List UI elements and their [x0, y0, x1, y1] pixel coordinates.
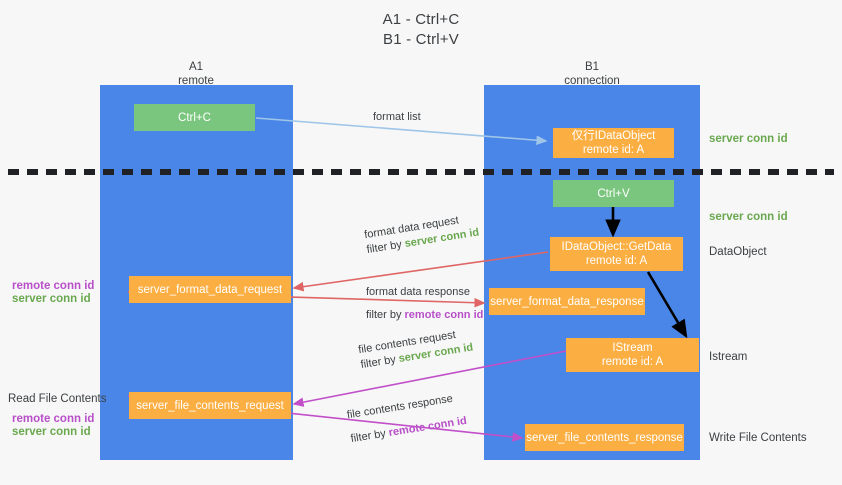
node-ctrl-v-label: Ctrl+V	[597, 187, 630, 200]
edge-label-format-list: format list	[373, 111, 421, 123]
side-label-server-conn-id-mid: server conn id	[709, 211, 788, 223]
filter-prefix: filter by	[349, 427, 390, 446]
page-title: A1 - Ctrl+C B1 - Ctrl+V	[0, 10, 842, 50]
edge-label-format-data-response-filter: filter by remote conn id	[366, 308, 483, 323]
node-istream[interactable]: IStream remote id: A	[566, 338, 699, 372]
node-server-file-contents-response-label: server_file_contents_response	[526, 431, 683, 444]
edge-label-file-contents-request: file contents request filter by server c…	[357, 326, 474, 373]
node-istream-title: IStream	[612, 342, 653, 354]
side-label-istream: Istream	[709, 351, 748, 363]
node-getdata-title: IDataObject::GetData	[561, 241, 672, 253]
node-idataobject[interactable]: 仅行IDataObject remote id: A	[553, 128, 674, 158]
filter-value-remote-conn-id: remote conn id	[387, 414, 468, 439]
edge-label-file-contents-response: file contents response filter by remote …	[346, 390, 468, 447]
lane-b1-name: B1	[584, 61, 600, 73]
node-server-file-contents-request-label: server_file_contents_request	[136, 399, 284, 412]
node-server-format-data-request-label: server_format_data_request	[137, 283, 283, 296]
side-label-remote-conn-id-bot: remote conn id	[12, 413, 95, 425]
filter-value-remote-conn-id: remote conn id	[404, 309, 484, 321]
node-istream-subtitle: remote id: A	[601, 356, 664, 368]
node-ctrl-c[interactable]: Ctrl+C	[134, 104, 255, 131]
node-ctrl-c-label: Ctrl+C	[178, 111, 211, 124]
edge-label-format-data-response: format data response filter by remote co…	[366, 285, 483, 323]
side-label-dataobject: DataObject	[709, 246, 767, 258]
node-getdata-subtitle: remote id: A	[585, 255, 648, 267]
side-label-server-conn-id-left-bot: server conn id	[12, 426, 91, 438]
node-server-file-contents-request[interactable]: server_file_contents_request	[129, 392, 291, 419]
node-server-format-data-response-label: server_format_data_response	[490, 295, 644, 308]
node-server-file-contents-response[interactable]: server_file_contents_response	[525, 424, 684, 451]
side-label-write-file-contents: Write File Contents	[709, 432, 807, 444]
side-label-read-file-contents: Read File Contents	[8, 393, 107, 405]
lane-header-b1: B1 connection	[512, 60, 672, 88]
node-idataobject-title: 仅行IDataObject	[571, 130, 656, 142]
side-label-server-conn-id-left-mid: server conn id	[12, 293, 91, 305]
node-idataobject-subtitle: remote id: A	[582, 144, 645, 156]
side-label-remote-conn-id-mid: remote conn id	[12, 280, 95, 292]
node-server-format-data-response[interactable]: server_format_data_response	[489, 288, 645, 315]
lane-a1-name: A1	[188, 61, 204, 73]
title-line-1: A1 - Ctrl+C	[382, 11, 460, 28]
node-server-format-data-request[interactable]: server_format_data_request	[129, 276, 291, 303]
filter-prefix: filter by	[366, 309, 405, 321]
side-label-server-conn-id-top: server conn id	[709, 133, 788, 145]
node-idataobject-getdata[interactable]: IDataObject::GetData remote id: A	[550, 237, 683, 271]
edge-label-format-data-response-text: format data response	[366, 286, 470, 298]
lane-header-a1: A1 remote	[116, 60, 276, 88]
node-ctrl-v[interactable]: Ctrl+V	[553, 180, 674, 207]
title-line-2: B1 - Ctrl+V	[383, 31, 459, 48]
edge-label-format-data-request: format data request filter by server con…	[363, 211, 480, 258]
lane-b1-role: connection	[564, 75, 620, 87]
lane-a1-role: remote	[178, 75, 214, 87]
